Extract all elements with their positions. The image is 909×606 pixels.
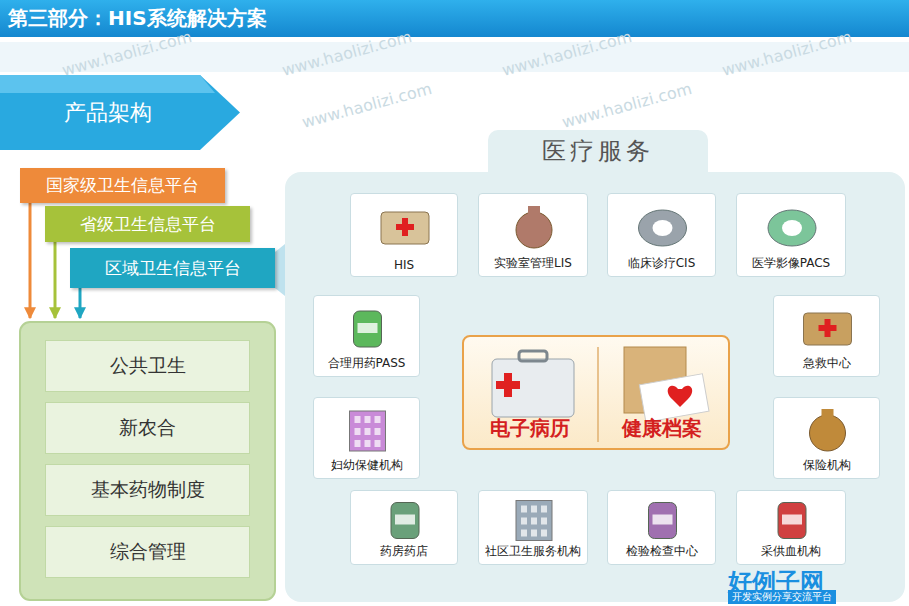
service-box: 妇幼保健机构 <box>313 397 420 479</box>
service-box: 保险机构 <box>773 397 880 479</box>
node-label: 基本药物制度 <box>91 477 205 503</box>
down-arrow <box>79 288 82 318</box>
service-box: 社区卫生服务机构 <box>478 490 588 565</box>
service-box: 合理用药PASS <box>313 295 420 377</box>
category-panel <box>20 322 275 600</box>
service-icon <box>608 491 717 546</box>
node-label: 产品架构 <box>64 98 152 128</box>
service-box: 采供血机构 <box>736 490 846 565</box>
category-box: 公共卫生 <box>45 340 250 392</box>
header-bar <box>0 0 909 37</box>
service-box: 临床诊疗CIS <box>607 193 716 277</box>
down-arrow <box>54 241 57 318</box>
service-icon <box>351 491 459 546</box>
node-label: 综合管理 <box>110 539 186 565</box>
service-box: 药房药店 <box>350 490 458 565</box>
node-label: 公共卫生 <box>110 353 186 379</box>
node-label: 省级卫生信息平台 <box>80 213 216 236</box>
watermark: www.haolizi.com <box>300 79 434 132</box>
node-label: 妇幼保健机构 <box>331 457 403 474</box>
node-label: 新农合 <box>119 415 176 441</box>
service-icon <box>737 194 847 258</box>
service-box: HIS <box>350 193 458 277</box>
node-label: 医学影像PACS <box>752 255 830 272</box>
service-icon <box>314 398 421 460</box>
service-icon <box>774 398 881 460</box>
section-banner: 产品架构 <box>0 75 240 150</box>
node-label: 合理用药PASS <box>328 355 406 372</box>
node-label: HIS <box>394 258 414 272</box>
platform-bar: 国家级卫生信息平台 <box>20 168 225 203</box>
node-label: 采供血机构 <box>761 543 821 560</box>
service-icon <box>351 194 459 258</box>
service-icon <box>774 296 881 358</box>
service-box: 医学影像PACS <box>736 193 846 277</box>
node-label: 保险机构 <box>803 457 851 474</box>
service-icon <box>314 296 421 358</box>
node-label: 药房药店 <box>380 543 428 560</box>
service-icon <box>479 491 589 546</box>
node-label: 医疗服务 <box>488 130 708 172</box>
service-panel: 医疗服务HIS实验室管理LIS临床诊疗CIS医学影像PACS合理用药PASS急救… <box>285 172 905 602</box>
node-label: 国家级卫生信息平台 <box>46 174 199 197</box>
platform-bar: 省级卫生信息平台 <box>45 206 250 242</box>
node-label: 急救中心 <box>803 355 851 372</box>
node-label: 电子病历 <box>464 415 596 442</box>
core-record-box: 电子病历健康档案 <box>462 335 730 450</box>
category-box: 新农合 <box>45 402 250 454</box>
service-icon <box>608 194 717 258</box>
service-box: 检验检查中心 <box>607 490 716 565</box>
node-label: 社区卫生服务机构 <box>485 543 581 560</box>
node-label: 检验检查中心 <box>626 543 698 560</box>
down-arrow <box>29 203 32 318</box>
node-label: 临床诊疗CIS <box>628 255 696 272</box>
category-box: 基本药物制度 <box>45 464 250 516</box>
watermark: www.haolizi.com <box>560 79 694 132</box>
service-box: 急救中心 <box>773 295 880 377</box>
service-box: 实验室管理LIS <box>478 193 588 277</box>
node-label: 健康档案 <box>596 415 728 442</box>
node-label: 实验室管理LIS <box>494 255 572 272</box>
node-label: 区域卫生信息平台 <box>105 257 241 280</box>
platform-bar: 区域卫生信息平台 <box>70 248 275 288</box>
logo-slogan: 开发实例分享交流平台 <box>728 590 836 604</box>
slide-title: 第三部分：HIS系统解决方案 <box>8 5 267 32</box>
service-icon <box>479 194 589 258</box>
service-icon <box>737 491 847 546</box>
category-box: 综合管理 <box>45 526 250 578</box>
